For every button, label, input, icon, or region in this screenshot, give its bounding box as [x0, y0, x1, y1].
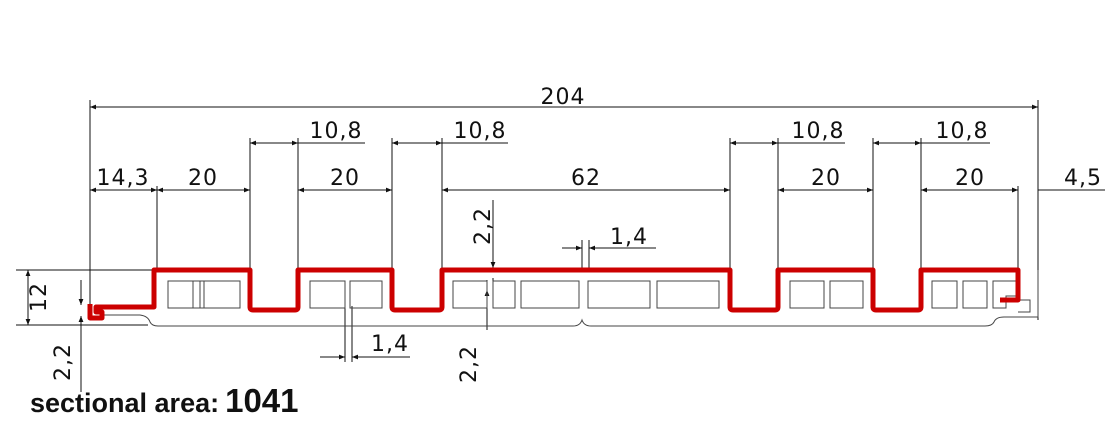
dim-groove-2: 10,8	[454, 119, 507, 144]
dim-seg-left: 20	[188, 166, 218, 191]
dimension-lines	[25, 104, 1105, 392]
sectional-area-label: sectional area:	[30, 388, 220, 418]
dim-right-offset: 4,5	[1064, 166, 1102, 191]
dim-groove-4: 10,8	[936, 119, 989, 144]
dim-left-offset: 14,3	[97, 166, 150, 191]
dim-height: 12	[27, 282, 52, 312]
extension-lines	[16, 100, 1039, 326]
dim-seg-center: 62	[571, 166, 601, 191]
dim-wall-left: 2,2	[51, 343, 76, 381]
dim-seg-middle-right: 20	[811, 166, 841, 191]
dim-seg-right: 20	[955, 166, 985, 191]
dim-web-bottom: 1,4	[371, 332, 409, 357]
dim-seg-middle-left: 20	[330, 166, 360, 191]
profile-body	[102, 270, 1039, 327]
profile-outline	[87, 267, 1021, 321]
dim-total-width: 204	[541, 85, 586, 110]
dim-groove-1: 10,8	[310, 119, 363, 144]
dim-groove-3: 10,8	[792, 119, 845, 144]
dim-wall-center-bottom: 2,2	[457, 345, 482, 383]
dim-wall-center-top: 2,2	[471, 207, 496, 245]
sectional-area-caption: sectional area:1041	[30, 382, 299, 420]
sectional-area-value: 1041	[225, 382, 299, 419]
dim-web-top: 1,4	[610, 225, 648, 250]
